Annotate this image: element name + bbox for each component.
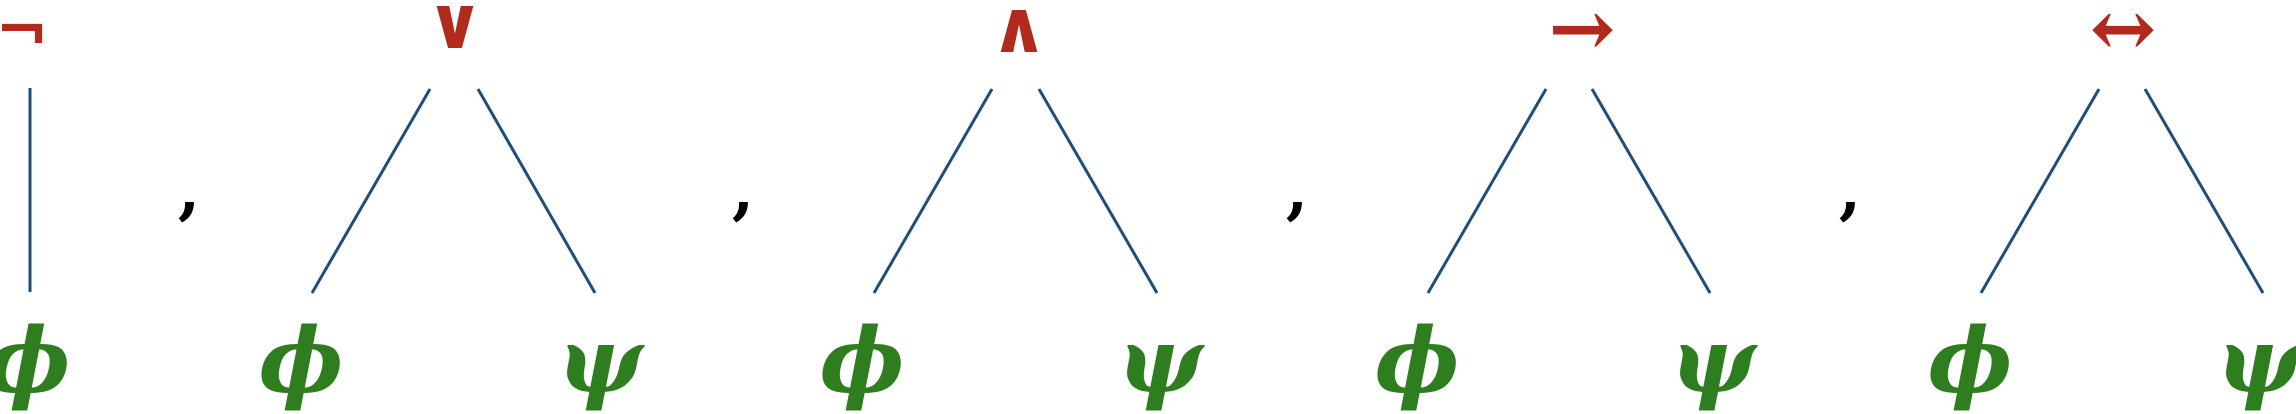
connective-biconditional: ↔ [2089, 0, 2156, 75]
tree-conjunction: ∧ ϕ ψ [820, 0, 1206, 414]
formula-psi: ψ [558, 308, 646, 414]
separator-comma: , [1286, 153, 1308, 228]
formula-psi: ψ [2217, 308, 2296, 414]
formula-psi: ψ [1118, 308, 1206, 414]
connective-conjunction: ∧ [990, 0, 1048, 69]
formula-phi: ϕ [1928, 308, 2013, 414]
formula-phi: ϕ [1375, 308, 1460, 414]
formula-psi: ψ [1671, 308, 1759, 414]
edge-implication-right [1590, 88, 1712, 294]
tree-disjunction: ∨ ϕ ψ [259, 0, 646, 414]
edge-implication-left [1426, 88, 1548, 294]
formula-phi: ϕ [0, 308, 70, 414]
tree-biconditional: ↔ ϕ ψ [1928, 0, 2296, 414]
connective-disjunction: ∨ [426, 0, 484, 65]
edge-disjunction-left [310, 88, 432, 294]
connective-implication: → [1548, 0, 1615, 75]
separator-comma: , [732, 153, 754, 228]
edge-biconditional-left [1979, 88, 2101, 294]
connective-negation: ¬ [0, 0, 49, 68]
edge-conjunction-right [1037, 88, 1159, 294]
tree-implication: → ϕ ψ [1375, 0, 1759, 414]
edge-disjunction-right [476, 88, 597, 294]
separator-comma: , [1839, 153, 1861, 228]
formula-phi: ϕ [820, 308, 905, 414]
formula-phi: ϕ [259, 308, 344, 414]
edge-conjunction-left [872, 88, 994, 294]
edge-biconditional-right [2143, 88, 2265, 294]
tree-negation: ¬ ϕ [0, 0, 70, 414]
separator-comma: , [178, 153, 200, 228]
